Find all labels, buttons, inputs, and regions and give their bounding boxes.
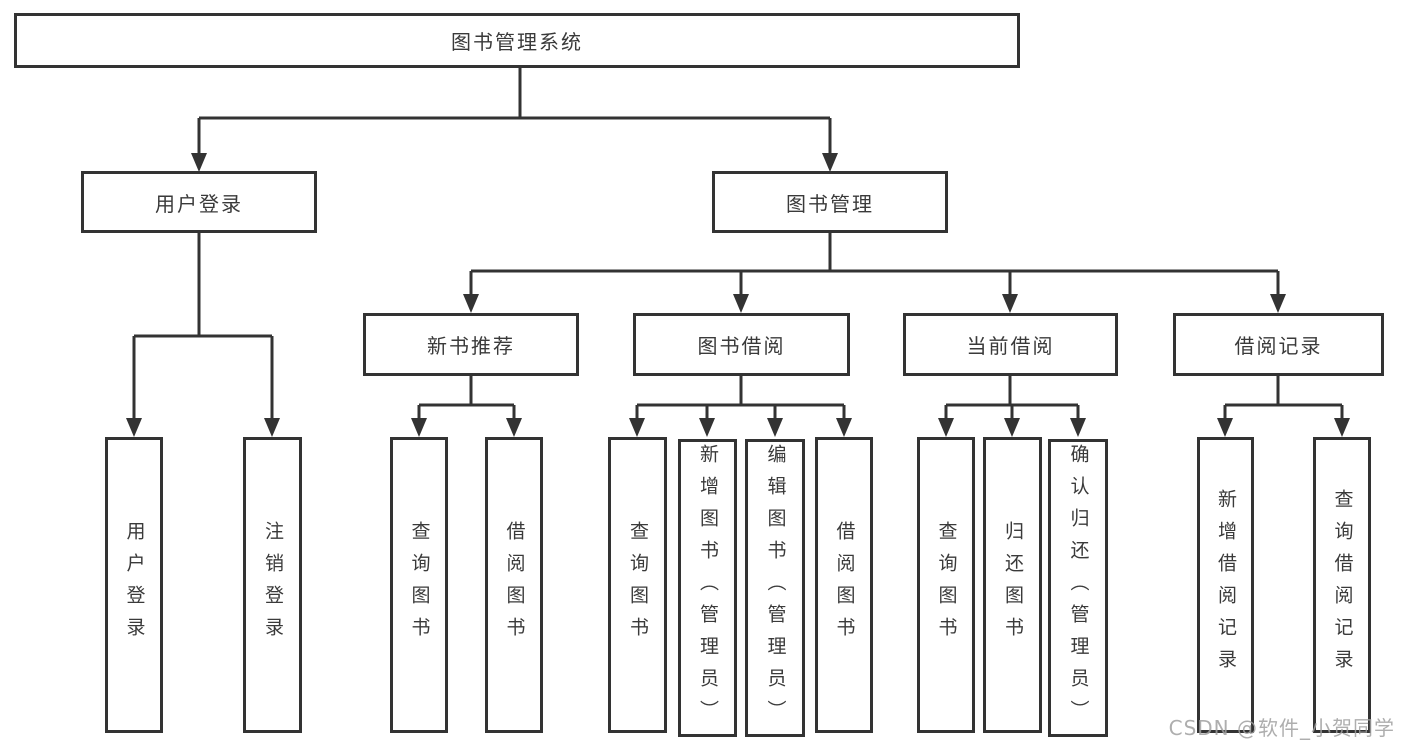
leaf-label: 查询借阅记录: [1331, 489, 1354, 681]
leaf-label: 确认归还（管理员）: [1067, 444, 1090, 732]
arrowheads: [126, 153, 1350, 437]
leaf-label: 用户登录: [123, 521, 146, 649]
leaf-borrow-book: 借阅图书: [815, 437, 873, 733]
node-new-book-recommend: 新书推荐: [363, 313, 579, 376]
leaf-label: 注销登录: [262, 521, 284, 649]
leaf-newbooks-query: 查询图书: [390, 437, 448, 733]
connector-shafts: [132, 68, 1344, 424]
leaf-record-query: 查询借阅记录: [1313, 437, 1371, 733]
node-label: 图书管理: [786, 191, 874, 216]
node-user-login: 用户登录: [81, 171, 317, 233]
node-label: 图书管理系统: [451, 30, 583, 54]
leaf-current-confirm-admin: 确认归还（管理员）: [1048, 439, 1108, 737]
node-current-borrow: 当前借阅: [903, 313, 1118, 376]
leaf-label: 查询图书: [935, 521, 958, 649]
leaf-label: 编辑图书（管理员）: [764, 444, 787, 732]
node-root-system: 图书管理系统: [14, 13, 1020, 68]
leaf-record-add: 新增借阅记录: [1197, 437, 1254, 733]
leaf-label: 借阅图书: [833, 521, 856, 649]
leaf-current-query: 查询图书: [917, 437, 975, 733]
leaf-label: 新增图书（管理员）: [697, 444, 719, 732]
leaf-label: 借阅图书: [503, 521, 526, 649]
leaf-newbooks-borrow: 借阅图书: [485, 437, 543, 733]
leaf-label: 查询图书: [627, 521, 649, 649]
leaf-user-login: 用户登录: [105, 437, 163, 733]
leaf-current-return: 归还图书: [983, 437, 1042, 733]
leaf-label: 查询图书: [408, 521, 431, 649]
leaf-borrow-add-admin: 新增图书（管理员）: [678, 439, 737, 737]
node-borrow-records: 借阅记录: [1173, 313, 1384, 376]
leaf-label: 新增借阅记录: [1215, 489, 1237, 681]
node-book-management: 图书管理: [712, 171, 948, 233]
node-label: 图书借阅: [697, 334, 786, 358]
node-label: 新书推荐: [427, 334, 515, 358]
node-label: 借阅记录: [1234, 334, 1323, 358]
node-label: 用户登录: [155, 191, 243, 216]
node-book-borrow: 图书借阅: [633, 313, 850, 376]
leaf-label: 归还图书: [1002, 521, 1024, 649]
leaf-borrow-query: 查询图书: [608, 437, 667, 733]
csdn-watermark: CSDN @软件_小贺同学: [1168, 716, 1395, 740]
leaf-logout: 注销登录: [243, 437, 302, 733]
node-label: 当前借阅: [966, 334, 1055, 358]
leaf-borrow-edit-admin: 编辑图书（管理员）: [745, 439, 805, 737]
